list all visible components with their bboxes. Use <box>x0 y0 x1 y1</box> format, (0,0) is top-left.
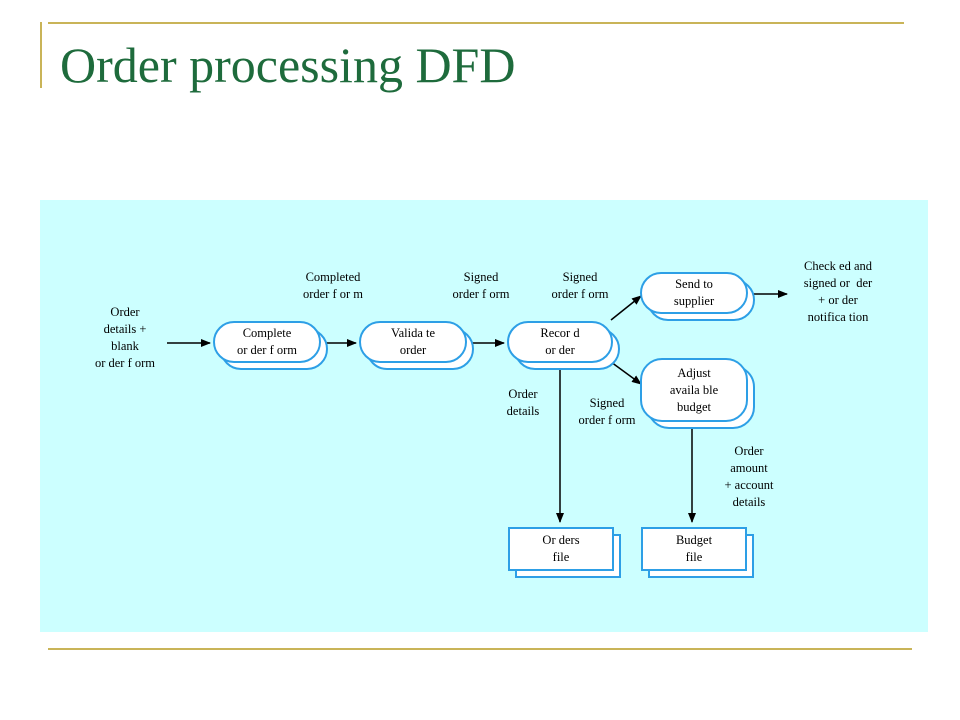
process-validate-order: Valida te order <box>359 321 474 370</box>
flow-label-order-details: Order details <box>506 387 540 418</box>
slide-title: Order processing DFD <box>60 37 516 93</box>
flow-label-signed-3: Signed order f orm <box>578 396 636 427</box>
arrow-record-send <box>610 295 642 321</box>
flow-label-input: Order details + blank or der f orm <box>94 305 156 370</box>
flow-label-completed: Completed order f or m <box>302 270 364 301</box>
flow-arrows <box>167 290 788 523</box>
top-left-rule <box>40 22 42 88</box>
process-record-order: Recor d or der <box>507 321 620 370</box>
top-rule <box>48 22 904 24</box>
flow-label-output: Check ed and signed or der + or der noti… <box>803 259 873 324</box>
process-complete-order-form: Complete or der f orm <box>213 321 328 370</box>
arrow-record-adjust <box>610 361 642 385</box>
flow-label-signed-2: Signed order f orm <box>551 270 609 301</box>
flow-label-signed-1: Signed order f orm <box>452 270 510 301</box>
process-send-to-supplier: Send to supplier <box>640 272 755 321</box>
dfd-diagram: Complete or der f orm Valida te order Re… <box>40 200 928 632</box>
bottom-rule <box>48 648 912 650</box>
store-budget-file: Budget file <box>641 527 754 578</box>
process-adjust-budget: Adjust availa ble budget <box>640 358 755 429</box>
store-orders-file: Or ders file <box>508 527 621 578</box>
flow-label-order-amount: Order amount + account details <box>724 444 774 509</box>
